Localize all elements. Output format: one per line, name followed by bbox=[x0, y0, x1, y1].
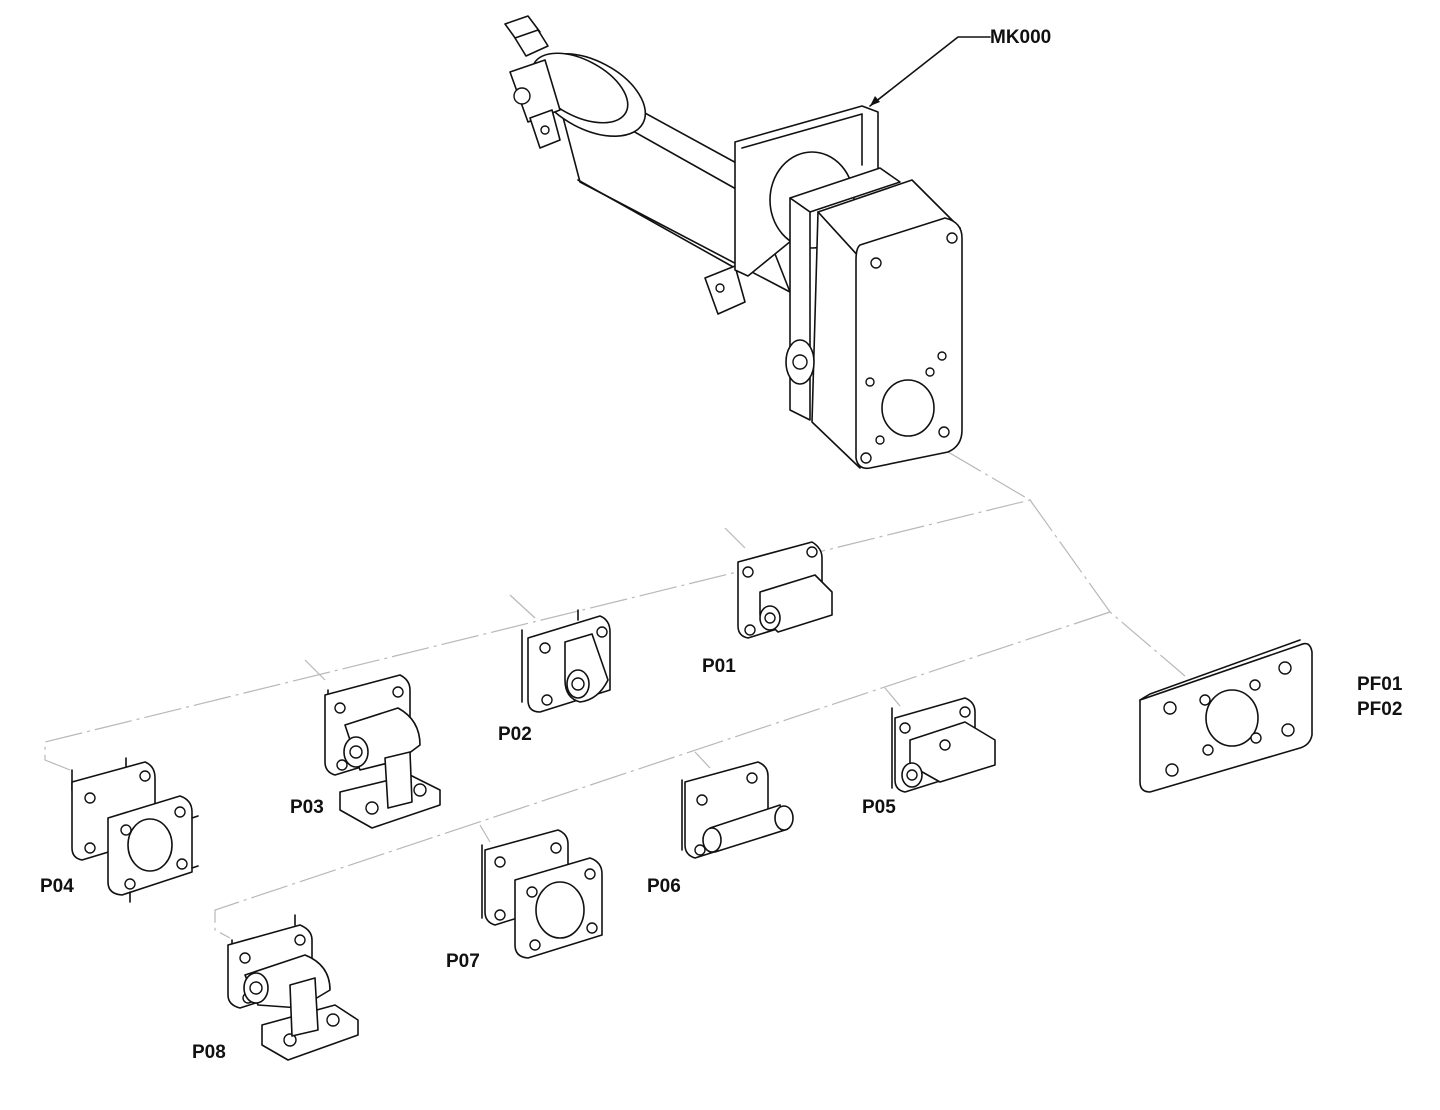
part-p02 bbox=[521, 609, 611, 713]
p08-label: P08 bbox=[192, 1042, 226, 1063]
p03-label: P03 bbox=[290, 797, 324, 818]
p01-label: P01 bbox=[702, 656, 736, 677]
mk000-label: MK000 bbox=[990, 27, 1051, 48]
part-p03 bbox=[324, 674, 441, 829]
pf01-label: PF01 bbox=[1357, 674, 1403, 695]
p06-label: P06 bbox=[647, 876, 681, 897]
part-labels: P01 P02 P03 P04 P05 P06 P07 P08 PF01 PF0… bbox=[40, 656, 1403, 1063]
part-p07 bbox=[481, 829, 603, 959]
pf02-label: PF02 bbox=[1357, 699, 1402, 720]
construction-lines bbox=[44, 451, 1186, 939]
part-p01 bbox=[737, 541, 833, 639]
part-p05 bbox=[891, 697, 996, 793]
part-pf01-pf02-plate bbox=[1139, 639, 1313, 793]
p07-label: P07 bbox=[446, 951, 480, 972]
p02-label: P02 bbox=[498, 724, 532, 745]
part-p08 bbox=[227, 914, 359, 1061]
part-p06 bbox=[681, 761, 794, 859]
p05-label: P05 bbox=[862, 797, 896, 818]
p04-label: P04 bbox=[40, 876, 74, 897]
main-actuator-assembly: MK000 bbox=[504, 15, 1051, 470]
part-p04 bbox=[71, 757, 199, 903]
